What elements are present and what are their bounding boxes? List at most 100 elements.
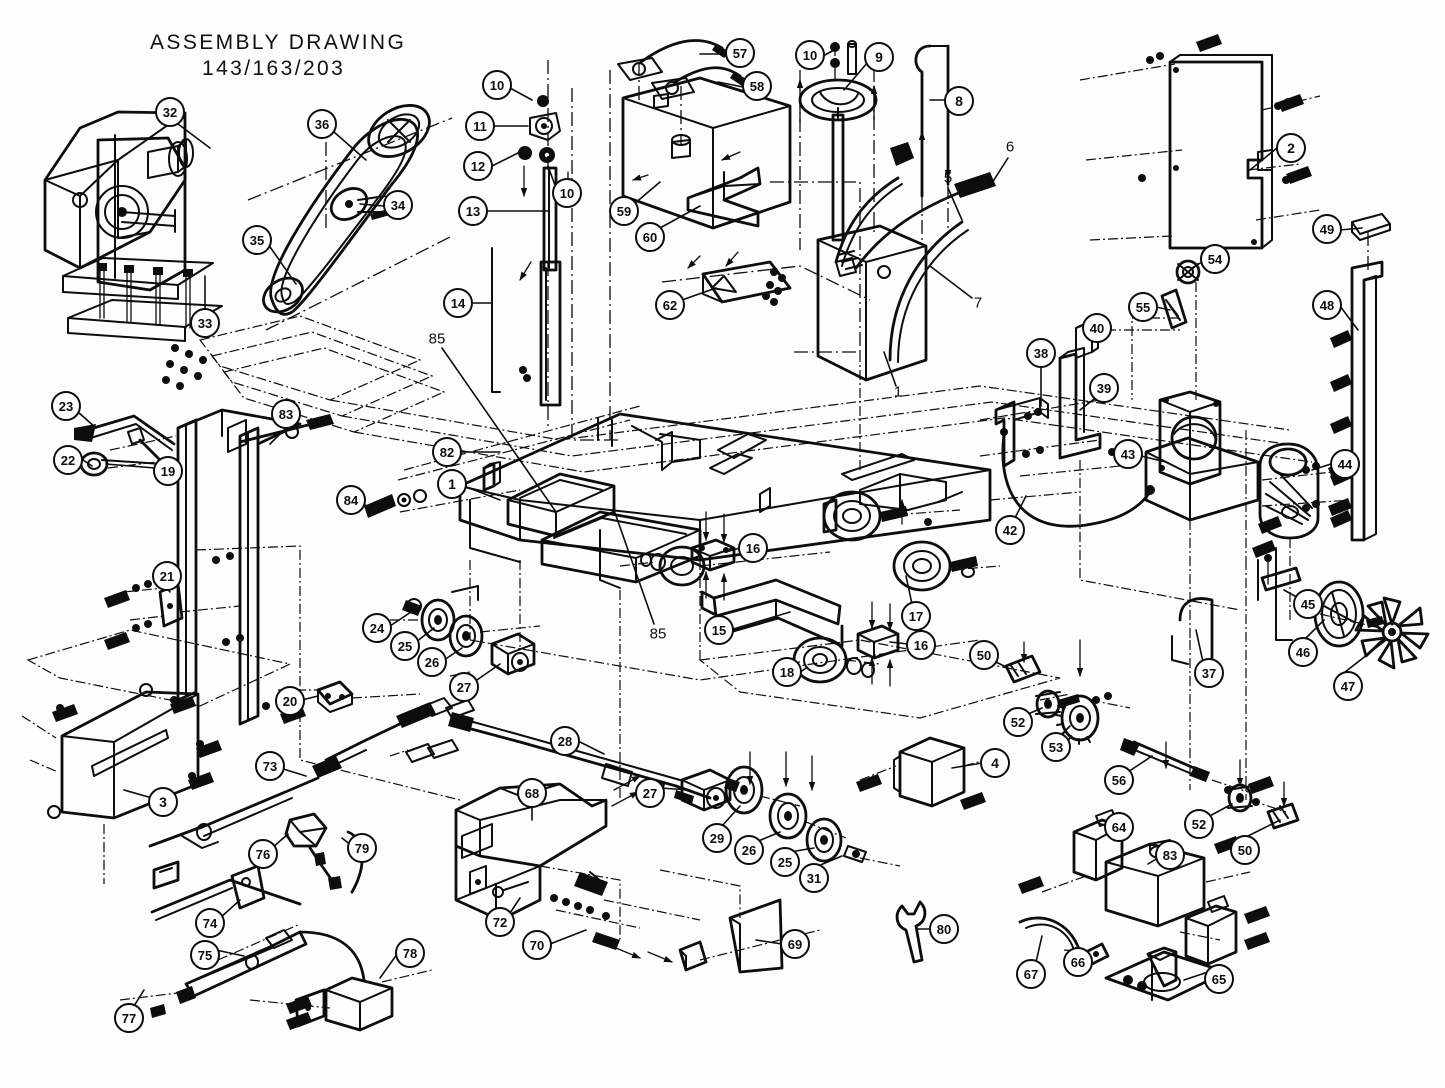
callout-balloon-52[interactable]: 52 <box>1184 809 1214 839</box>
callout-balloon-1[interactable]: 1 <box>437 469 467 499</box>
callout-balloon-50[interactable]: 50 <box>1230 835 1260 865</box>
callout-balloon-43[interactable]: 43 <box>1113 439 1143 469</box>
callout-balloon-10[interactable]: 10 <box>482 70 512 100</box>
callout-balloon-15[interactable]: 15 <box>704 615 734 645</box>
callout-balloon-72[interactable]: 72 <box>485 907 515 937</box>
callout-balloon-53[interactable]: 53 <box>1041 732 1071 762</box>
callout-balloon-62[interactable]: 62 <box>655 290 685 320</box>
plain-reference-1: 1 <box>893 383 903 401</box>
callout-balloon-80[interactable]: 80 <box>929 914 959 944</box>
callout-balloon-21[interactable]: 21 <box>152 561 182 591</box>
callout-balloon-26[interactable]: 26 <box>734 835 764 865</box>
group-main-frame <box>364 405 1081 680</box>
callout-balloon-32[interactable]: 32 <box>155 97 185 127</box>
callout-balloon-20[interactable]: 20 <box>275 686 305 716</box>
callout-balloon-34[interactable]: 34 <box>383 190 413 220</box>
callout-balloon-83[interactable]: 83 <box>271 399 301 429</box>
callout-balloon-50[interactable]: 50 <box>969 640 999 670</box>
callout-balloon-59[interactable]: 59 <box>609 196 639 226</box>
callout-balloon-70[interactable]: 70 <box>522 930 552 960</box>
callout-balloon-56[interactable]: 56 <box>1104 765 1134 795</box>
centerline-network <box>26 315 1313 961</box>
callout-balloon-18[interactable]: 18 <box>772 657 802 687</box>
callout-balloon-42[interactable]: 42 <box>995 515 1025 545</box>
callout-leader-lines <box>77 49 1387 1007</box>
callout-balloon-58[interactable]: 58 <box>742 71 772 101</box>
plain-reference-85: 85 <box>428 330 446 348</box>
callout-balloon-25[interactable]: 25 <box>770 847 800 877</box>
callout-balloon-69[interactable]: 69 <box>780 929 810 959</box>
title-line-2: 143/163/203 <box>202 56 346 80</box>
plain-reference-5: 5 <box>943 169 953 187</box>
callout-balloon-23[interactable]: 23 <box>51 391 81 421</box>
callout-balloon-3[interactable]: 3 <box>148 787 178 817</box>
callout-balloon-55[interactable]: 55 <box>1128 292 1158 322</box>
callout-balloon-17[interactable]: 17 <box>901 601 931 631</box>
callout-balloon-36[interactable]: 36 <box>307 109 337 139</box>
callout-balloon-46[interactable]: 46 <box>1288 637 1318 667</box>
callout-balloon-24[interactable]: 24 <box>362 613 392 643</box>
callout-balloon-31[interactable]: 31 <box>799 863 829 893</box>
callout-balloon-11[interactable]: 11 <box>465 111 495 141</box>
callout-balloon-44[interactable]: 44 <box>1330 449 1360 479</box>
title-line-1: ASSEMBLY DRAWING <box>150 31 407 54</box>
callout-balloon-35[interactable]: 35 <box>242 225 272 255</box>
callout-balloon-2[interactable]: 2 <box>1276 133 1306 163</box>
callout-balloon-19[interactable]: 19 <box>153 456 183 486</box>
callout-balloon-38[interactable]: 38 <box>1026 338 1056 368</box>
callout-balloon-73[interactable]: 73 <box>255 751 285 781</box>
callout-balloon-25[interactable]: 25 <box>390 631 420 661</box>
callout-balloon-9[interactable]: 9 <box>864 42 894 72</box>
group-alternator-fan <box>979 259 1430 674</box>
callout-balloon-66[interactable]: 66 <box>1063 947 1093 977</box>
callout-balloon-29[interactable]: 29 <box>702 823 732 853</box>
callout-balloon-28[interactable]: 28 <box>550 726 580 756</box>
callout-balloon-82[interactable]: 82 <box>432 437 462 467</box>
callout-balloon-45[interactable]: 45 <box>1293 589 1323 619</box>
callout-balloon-67[interactable]: 67 <box>1016 959 1046 989</box>
callout-balloon-65[interactable]: 65 <box>1204 964 1234 994</box>
callout-balloon-64[interactable]: 64 <box>1104 812 1134 842</box>
callout-balloon-49[interactable]: 49 <box>1312 214 1342 244</box>
group-seat-hood <box>389 712 901 974</box>
callout-balloon-8[interactable]: 8 <box>944 86 974 116</box>
plain-reference-6: 6 <box>1005 138 1015 156</box>
callout-balloon-54[interactable]: 54 <box>1200 244 1230 274</box>
callout-balloon-16[interactable]: 16 <box>906 630 936 660</box>
group-column-rod <box>491 60 620 441</box>
callout-balloon-68[interactable]: 68 <box>517 778 547 808</box>
callout-balloon-60[interactable]: 60 <box>635 222 665 252</box>
callout-balloon-78[interactable]: 78 <box>395 938 425 968</box>
callout-balloon-79[interactable]: 79 <box>347 833 377 863</box>
callout-balloon-27[interactable]: 27 <box>449 672 479 702</box>
callout-balloon-16[interactable]: 16 <box>738 533 768 563</box>
callout-balloon-48[interactable]: 48 <box>1312 290 1342 320</box>
callout-balloon-22[interactable]: 22 <box>53 445 83 475</box>
callout-balloon-77[interactable]: 77 <box>114 1003 144 1033</box>
callout-balloon-33[interactable]: 33 <box>190 308 220 338</box>
callout-balloon-37[interactable]: 37 <box>1194 658 1224 688</box>
callout-balloon-52[interactable]: 52 <box>1003 707 1033 737</box>
callout-balloon-14[interactable]: 14 <box>443 288 473 318</box>
callout-balloon-4[interactable]: 4 <box>980 748 1010 778</box>
callout-balloon-39[interactable]: 39 <box>1089 373 1119 403</box>
callout-balloon-12[interactable]: 12 <box>463 151 493 181</box>
callout-balloon-10[interactable]: 10 <box>552 178 582 208</box>
callout-balloon-13[interactable]: 13 <box>458 196 488 226</box>
callout-balloon-40[interactable]: 40 <box>1082 313 1112 343</box>
callout-balloon-76[interactable]: 76 <box>248 839 278 869</box>
callout-balloon-57[interactable]: 57 <box>725 38 755 68</box>
callout-balloon-83[interactable]: 83 <box>1155 840 1185 870</box>
group-wheels-axle <box>619 490 1001 687</box>
callout-balloon-75[interactable]: 75 <box>190 940 220 970</box>
group-mast-upright <box>74 408 421 726</box>
plain-reference-85: 85 <box>649 625 667 643</box>
callout-balloon-10[interactable]: 10 <box>795 40 825 70</box>
plain-ref-leader-lines <box>441 157 1009 625</box>
callout-balloon-47[interactable]: 47 <box>1333 671 1363 701</box>
callout-balloon-26[interactable]: 26 <box>417 647 447 677</box>
callout-balloon-74[interactable]: 74 <box>195 908 225 938</box>
callout-balloon-27[interactable]: 27 <box>635 778 665 808</box>
callout-balloon-84[interactable]: 84 <box>336 485 366 515</box>
